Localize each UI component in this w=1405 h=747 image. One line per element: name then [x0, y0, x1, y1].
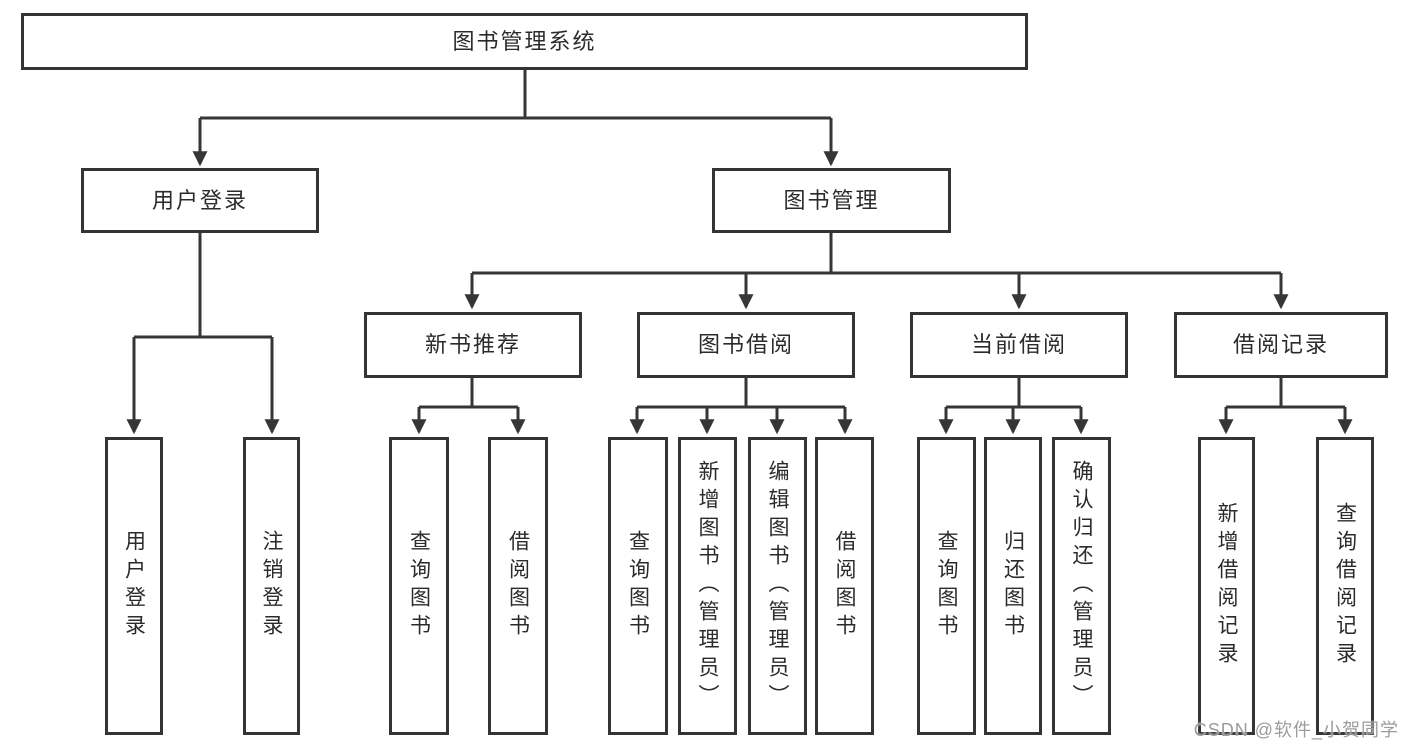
- leaf-query-book: 查询图书: [917, 437, 976, 735]
- leaf-label: 注销登录: [260, 530, 283, 642]
- node-book-borrowing: 图书借阅: [637, 312, 855, 378]
- leaf-confirm-return-admin: 确认归还（管理员）: [1052, 437, 1111, 735]
- leaf-query-borrow-record: 查询借阅记录: [1316, 437, 1374, 735]
- leaf-user-login: 用户登录: [105, 437, 163, 735]
- leaf-label: 用户登录: [122, 530, 146, 642]
- leaf-return-book: 归还图书: [984, 437, 1042, 735]
- leaf-label: 查询图书: [935, 530, 958, 642]
- leaf-add-book-admin: 新增图书（管理员）: [678, 437, 737, 735]
- node-user-login: 用户登录: [81, 168, 319, 233]
- leaf-label: 查询图书: [626, 530, 650, 642]
- leaf-label: 查询借阅记录: [1333, 502, 1357, 670]
- node-borrowing-records: 借阅记录: [1174, 312, 1388, 378]
- leaf-query-book: 查询图书: [389, 437, 449, 735]
- leaf-label: 编辑图书（管理员）: [766, 460, 789, 712]
- leaf-query-book: 查询图书: [608, 437, 668, 735]
- leaf-logout: 注销登录: [243, 437, 300, 735]
- node-new-book-recommendation: 新书推荐: [364, 312, 582, 378]
- leaf-label: 借阅图书: [833, 530, 856, 642]
- leaf-label: 借阅图书: [506, 530, 530, 642]
- node-book-management: 图书管理: [712, 168, 951, 233]
- leaf-label: 归还图书: [1001, 530, 1025, 642]
- leaf-label: 确认归还（管理员）: [1070, 460, 1093, 712]
- leaf-add-borrow-record: 新增借阅记录: [1198, 437, 1255, 735]
- csdn-watermark: CSDN @软件_小贺同学: [1193, 720, 1399, 740]
- leaf-label: 查询图书: [407, 530, 431, 642]
- leaf-borrow-book: 借阅图书: [815, 437, 874, 735]
- leaf-edit-book-admin: 编辑图书（管理员）: [748, 437, 807, 735]
- leaf-label: 新增借阅记录: [1215, 502, 1238, 670]
- leaf-label: 新增图书（管理员）: [696, 460, 719, 712]
- node-library-management-system: 图书管理系统: [21, 13, 1028, 70]
- leaf-borrow-book: 借阅图书: [488, 437, 548, 735]
- node-current-borrowing: 当前借阅: [910, 312, 1128, 378]
